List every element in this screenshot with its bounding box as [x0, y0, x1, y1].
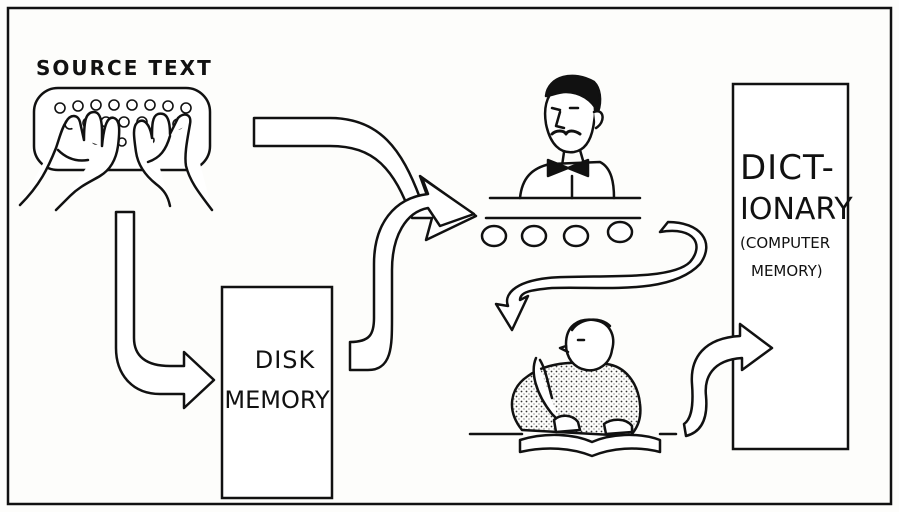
arrow-to-disk: [114, 210, 216, 410]
disk-memory-label-line2: MEMORY: [224, 386, 330, 414]
dictionary-label-line1: DICT-: [740, 148, 835, 188]
scribe-icon: [468, 318, 678, 458]
arrow-scribe-to-dictionary: [682, 322, 774, 438]
dictionary-box: [731, 82, 850, 451]
dictionary-label-line4: MEMORY): [751, 262, 823, 280]
source-text-label: SOURCE TEXT: [36, 56, 213, 80]
keyboard-hands-icon: [18, 86, 214, 212]
disk-memory-box: [220, 285, 334, 500]
clerk-icon: [484, 74, 642, 220]
dictionary-label-line3: (COMPUTER: [740, 234, 831, 252]
arrow-disk-to-clerk: [348, 176, 476, 372]
dictionary-label-line2: IONARY: [740, 192, 853, 227]
disk-memory-label-line1: DISK: [254, 346, 316, 374]
arrow-clerk-to-scribe: [494, 220, 708, 332]
conveyor-rollers: [480, 220, 634, 248]
frame-border: [6, 6, 893, 506]
